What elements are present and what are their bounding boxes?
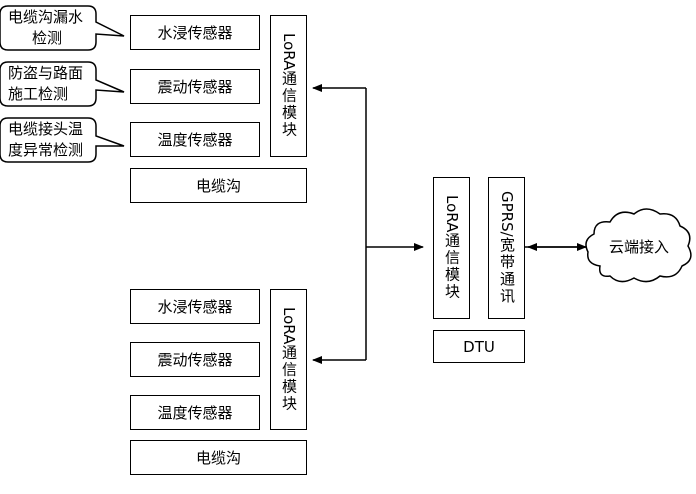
trench-label: 电缆沟	[195, 177, 241, 195]
callout-text-1: 电缆沟漏水 检测	[8, 7, 83, 49]
top-cable-trench: 电缆沟	[130, 168, 307, 203]
lora-module-label: LoRA通信模块	[280, 306, 298, 413]
sensor-label: 震动传感器	[157, 78, 233, 96]
callout-bubble-1	[0, 5, 125, 51]
trench-label: 电缆沟	[195, 449, 241, 467]
lora-latin: LoRA	[280, 33, 298, 71]
bottom-sensor-temperature: 温度传感器	[130, 395, 260, 430]
bottom-cable-trench: 电缆沟	[130, 440, 307, 475]
sensor-label: 温度传感器	[157, 131, 233, 149]
bottom-sensor-vibration: 震动传感器	[130, 342, 260, 377]
top-sensor-water: 水浸传感器	[130, 15, 260, 50]
callout-line: 施工检测	[8, 85, 69, 103]
gprs-latin: GPRS/	[498, 191, 516, 237]
dtu-label-box: DTU	[433, 330, 525, 363]
top-lora-module: LoRA通信模块	[270, 15, 307, 157]
top-sensor-temperature: 温度传感器	[130, 122, 260, 157]
callout-text-2: 防盗与路面 施工检测	[8, 63, 83, 105]
lora-cjk: 通信模块	[280, 344, 298, 413]
callout-line: 电缆接头温	[8, 120, 84, 138]
cloud-label: 云端接入	[608, 238, 669, 256]
callout-line: 防盗与路面	[8, 64, 84, 82]
lora-module-label: LoRA通信模块	[443, 195, 461, 301]
sensor-label: 震动传感器	[157, 351, 233, 369]
lora-cjk: 通信模块	[280, 70, 298, 139]
callout-bubble-2	[0, 61, 125, 107]
lora-latin: LoRA	[443, 195, 461, 233]
dtu-lora-module: LoRA通信模块	[433, 177, 470, 319]
sensor-label: 水浸传感器	[157, 298, 233, 316]
cloud-shape	[585, 208, 692, 283]
callout-line: 度异常检测	[8, 141, 84, 159]
lora-module-label: LoRA通信模块	[280, 33, 298, 139]
dtu-gprs-module: GPRS/宽带通讯	[488, 177, 525, 319]
bottom-lora-module: LoRA通信模块	[270, 289, 307, 430]
callout-bubble-3	[0, 117, 125, 163]
callout-line: 电缆沟漏水	[8, 8, 84, 26]
gprs-module-label: GPRS/宽带通讯	[498, 191, 516, 305]
lora-latin: LoRA	[280, 306, 298, 345]
lora-cjk: 通信模块	[443, 232, 461, 301]
gprs-cjk: 宽带通讯	[498, 236, 516, 305]
callout-line: 检测	[32, 29, 63, 47]
bottom-sensor-water: 水浸传感器	[130, 289, 260, 324]
top-sensor-vibration: 震动传感器	[130, 69, 260, 104]
dtu-label: DTU	[463, 337, 495, 356]
sensor-label: 温度传感器	[157, 404, 233, 422]
callout-text-3: 电缆接头温 度异常检测	[8, 119, 83, 161]
sensor-label: 水浸传感器	[157, 24, 233, 42]
